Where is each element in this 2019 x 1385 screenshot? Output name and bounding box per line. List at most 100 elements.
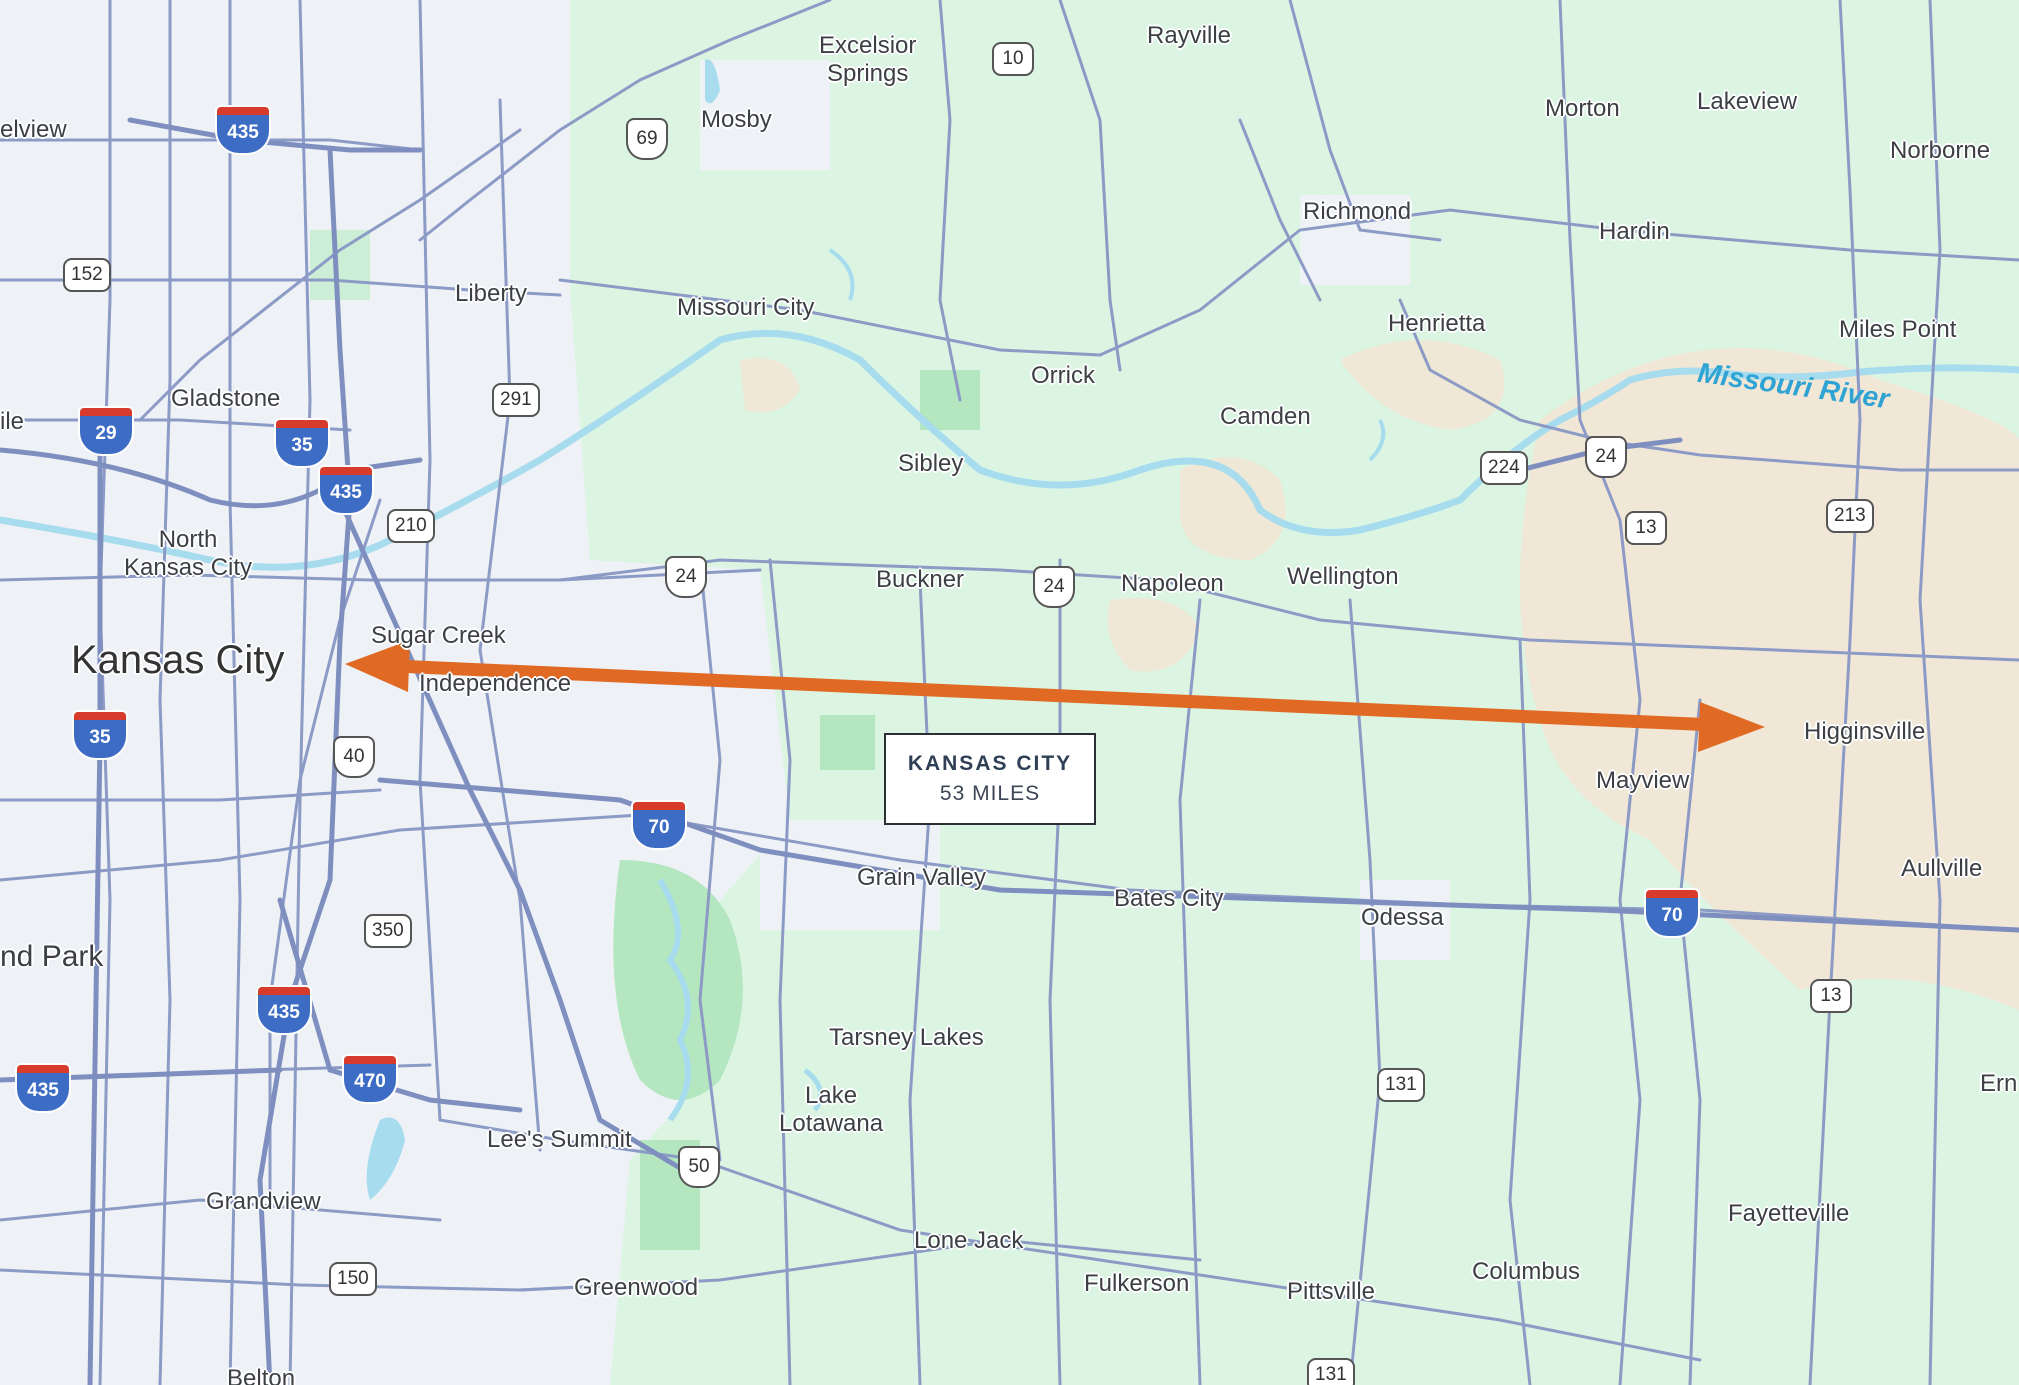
us-24-shield[interactable]: 24 xyxy=(1033,566,1075,608)
place-label-independence: Independence xyxy=(419,670,572,697)
callout-title: KANSAS CITY xyxy=(907,752,1073,775)
us-50-shield[interactable]: 50 xyxy=(678,1146,720,1188)
place-label-excelsior-springs: Excelsior Springs xyxy=(819,32,917,87)
shield-number: 435 xyxy=(227,122,259,143)
place-label-hardin: Hardin xyxy=(1599,218,1670,245)
place-label-mayview: Mayview xyxy=(1596,767,1690,794)
park-buckner xyxy=(820,715,875,770)
urban-patch-richmond xyxy=(1300,195,1410,285)
place-label-lakeview: Lakeview xyxy=(1697,88,1798,115)
interstate-435-shield[interactable]: 435 xyxy=(217,107,269,153)
route-291-shield[interactable]: 291 xyxy=(492,383,540,417)
lake-lotawana xyxy=(803,1068,824,1112)
place-label-morton: Morton xyxy=(1545,95,1620,122)
shield-number: 435 xyxy=(330,482,362,503)
place-label-sibley: Sibley xyxy=(898,450,964,477)
interstate-435-shield[interactable]: 435 xyxy=(320,467,372,513)
route-210-shield[interactable]: 210 xyxy=(387,509,435,543)
place-label-grandview: Grandview xyxy=(206,1188,321,1215)
place-label-lees-summit: Lee's Summit xyxy=(487,1126,632,1153)
interstate-29-shield[interactable]: 29 xyxy=(80,408,132,454)
shield-number: 435 xyxy=(27,1080,59,1101)
place-label-orrick: Orrick xyxy=(1031,362,1095,389)
place-label-lake-lotawana: Lake Lotawana xyxy=(779,1082,884,1137)
route-13-shield[interactable]: 13 xyxy=(1810,979,1852,1013)
route-131-shield[interactable]: 131 xyxy=(1377,1068,1425,1102)
place-label-norborne: Norborne xyxy=(1890,137,1991,164)
shield-number: 70 xyxy=(1661,905,1683,926)
place-label-napoleon: Napoleon xyxy=(1121,570,1224,597)
route-213-shield[interactable]: 213 xyxy=(1826,499,1874,533)
urban-area xyxy=(0,0,790,1385)
place-label-aullville: Aullville xyxy=(1901,855,1983,882)
route-131-shield[interactable]: 131 xyxy=(1307,1358,1355,1385)
place-label-richmond: Richmond xyxy=(1303,198,1412,225)
interstate-435-shield[interactable]: 435 xyxy=(17,1065,69,1111)
interstate-35-shield[interactable]: 35 xyxy=(74,712,126,758)
place-label-pittsville: Pittsville xyxy=(1287,1278,1376,1305)
shield-number: 70 xyxy=(648,817,670,838)
farmland-napoleon xyxy=(1107,598,1200,672)
place-label-belview: elview xyxy=(0,116,67,143)
place-label-buckner: Buckner xyxy=(876,566,965,593)
farmland-missouri-city xyxy=(740,358,800,413)
place-label-tarsney-lakes: Tarsney Lakes xyxy=(829,1024,984,1051)
route-10-shield[interactable]: 10 xyxy=(992,42,1034,76)
place-label-kansas-city: Kansas City xyxy=(71,638,285,682)
place-label-camden: Camden xyxy=(1220,403,1311,430)
place-label-gladstone: Gladstone xyxy=(171,385,281,412)
distance-callout: KANSAS CITY 53 MILES xyxy=(884,733,1096,825)
fishing-river xyxy=(828,248,1386,462)
shield-number: 435 xyxy=(268,1002,300,1023)
us-40-shield[interactable]: 40 xyxy=(333,736,375,778)
urban-patch-excelsior xyxy=(700,60,830,170)
place-label-liberty: Liberty xyxy=(455,280,528,307)
shield-number: 35 xyxy=(291,435,313,456)
farmland-camden xyxy=(1180,457,1286,560)
shield-number: 470 xyxy=(354,1071,386,1092)
interstate-70-shield[interactable]: 70 xyxy=(1646,890,1698,936)
lake-jacomo xyxy=(657,878,691,1122)
place-label-wellington: Wellington xyxy=(1287,563,1399,590)
place-label-ile: ile xyxy=(0,408,25,435)
route-152-shield[interactable]: 152 xyxy=(63,258,111,292)
route-150-shield[interactable]: 150 xyxy=(329,1262,377,1296)
place-label-bates-city: Bates City xyxy=(1114,885,1224,912)
place-label-north-kansas-city: North Kansas City xyxy=(124,526,253,581)
place-label-rayville: Rayville xyxy=(1147,22,1232,49)
place-label-missouri-city: Missouri City xyxy=(677,294,815,321)
place-label-henrietta: Henrietta xyxy=(1388,310,1486,337)
place-label-belton: Belton xyxy=(227,1365,296,1385)
place-label-odessa: Odessa xyxy=(1361,904,1444,931)
place-label-overland-park: nd Park xyxy=(0,940,104,973)
smithville-lake xyxy=(705,59,720,104)
interstate-435-shield[interactable]: 435 xyxy=(258,987,310,1033)
place-label-sugar-creek: Sugar Creek xyxy=(371,622,506,649)
us-24-shield[interactable]: 24 xyxy=(665,556,707,598)
longview-lake xyxy=(366,1117,405,1200)
park-lake-jacomo xyxy=(613,860,743,1100)
place-label-miles-point: Miles Point xyxy=(1839,316,1957,343)
us-69-shield[interactable]: 69 xyxy=(626,118,668,160)
route-224-shield[interactable]: 224 xyxy=(1480,451,1528,485)
route-350-shield[interactable]: 350 xyxy=(364,914,412,948)
interstate-470-shield[interactable]: 470 xyxy=(344,1056,396,1102)
place-label-fulkerson: Fulkerson xyxy=(1084,1270,1190,1297)
us-24-shield[interactable]: 24 xyxy=(1585,436,1627,478)
route-13-shield[interactable]: 13 xyxy=(1625,511,1667,545)
place-label-grain-valley: Grain Valley xyxy=(857,864,986,891)
place-label-greenwood: Greenwood xyxy=(574,1274,699,1301)
shield-number: 35 xyxy=(89,727,111,748)
place-label-mosby: Mosby xyxy=(701,106,772,133)
interstate-70-shield[interactable]: 70 xyxy=(633,802,685,848)
shield-number: 29 xyxy=(95,423,117,444)
distance-arrow xyxy=(345,640,1765,752)
place-label-lone-jack: Lone Jack xyxy=(914,1227,1024,1254)
callout-distance: 53 MILES xyxy=(939,782,1041,805)
farmland-henrietta xyxy=(1340,340,1505,430)
place-label-ern: Ern xyxy=(1980,1070,2018,1097)
interstate-35-shield[interactable]: 35 xyxy=(276,420,328,466)
